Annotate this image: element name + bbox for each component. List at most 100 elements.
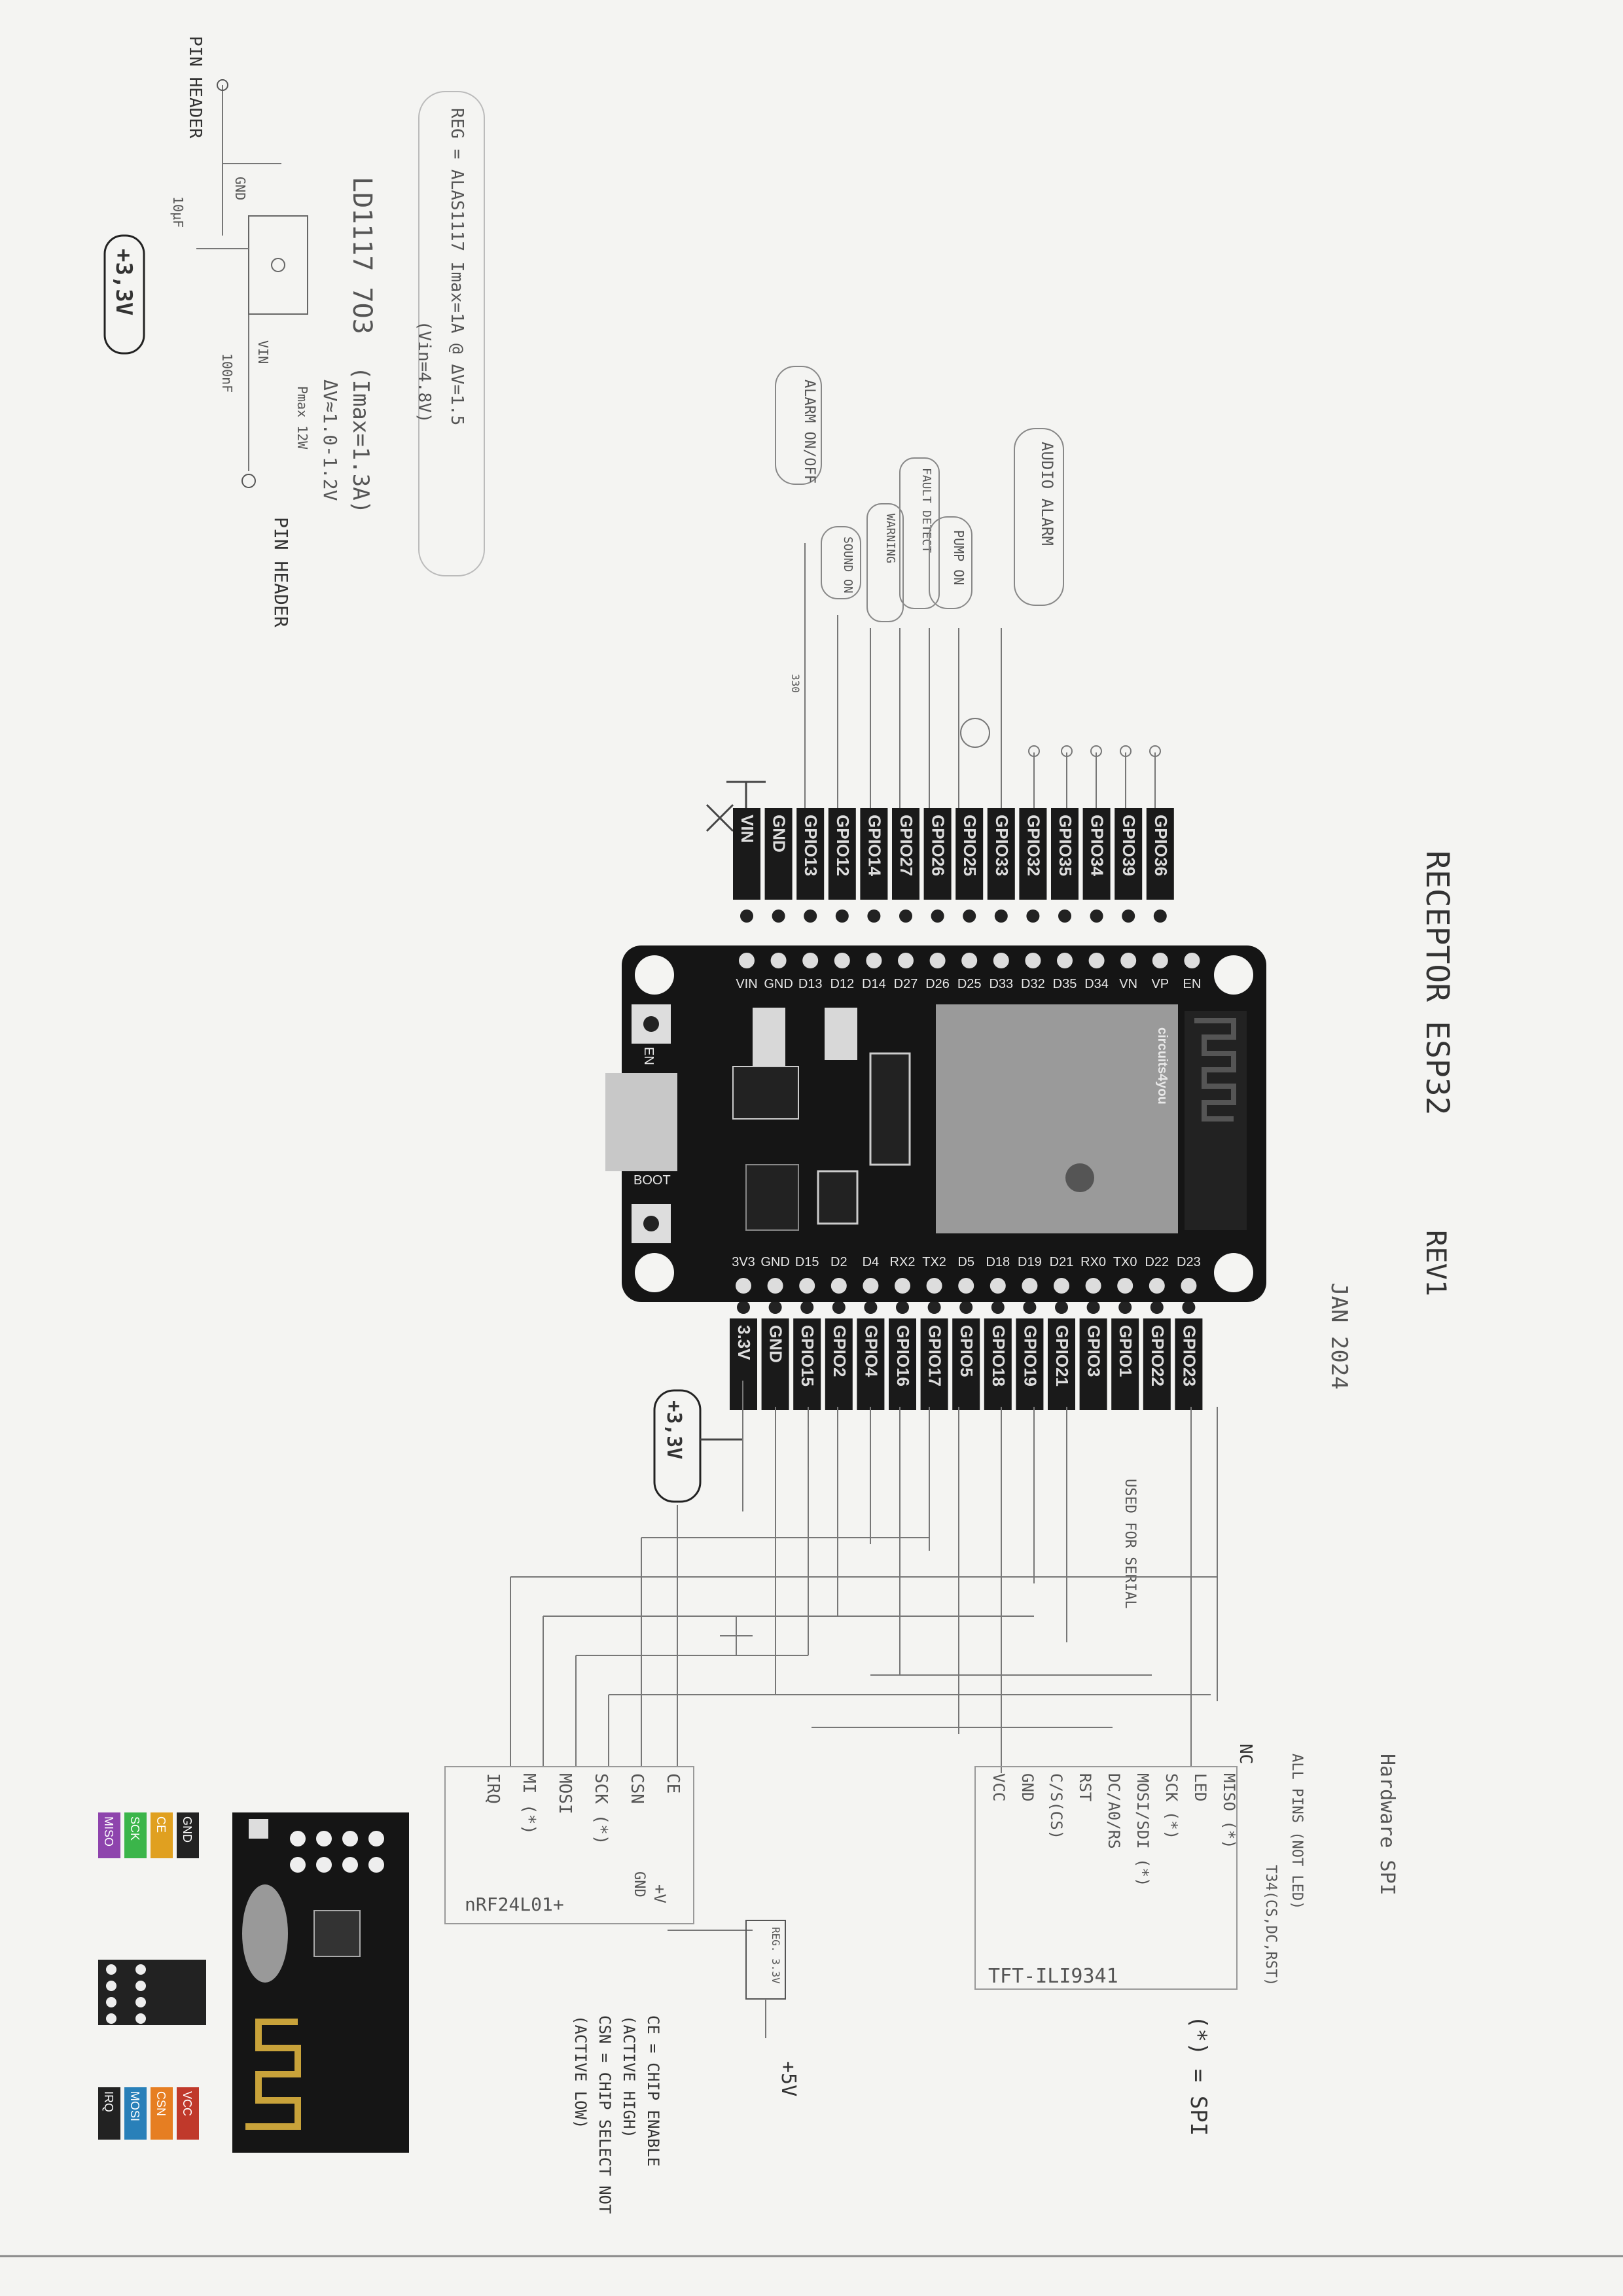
board-top-pin-label: EN <box>1183 977 1202 991</box>
board-bottom-pin-label: D19 <box>1018 1255 1042 1269</box>
board-pin <box>958 1278 974 1294</box>
board-pin <box>1054 1278 1069 1294</box>
sheet-revision: REV1 <box>1420 1230 1452 1296</box>
board-pin <box>863 1278 879 1294</box>
reg-vin-label: VIN <box>255 340 271 364</box>
left-gpio-label: GPIO12 <box>833 815 853 876</box>
board-pin <box>1149 1278 1165 1294</box>
nrf24-pin-label: SCK (*) <box>591 1773 611 1845</box>
tft-name: TFT-ILI9341 <box>988 1965 1118 1988</box>
left-gpio-label: GPIO26 <box>929 815 948 876</box>
tft-pin-label: C/S(CS) <box>1047 1773 1065 1839</box>
power33-label: +3,3V <box>662 1400 685 1459</box>
legend-pin <box>106 1981 116 1991</box>
header-pin <box>1118 1301 1132 1314</box>
header-pin <box>1058 910 1071 923</box>
right-gpio-label: GPIO16 <box>893 1325 913 1386</box>
en-button-label: EN <box>641 1047 656 1065</box>
board-pin <box>739 953 755 968</box>
header-pin <box>896 1301 909 1314</box>
header-pin <box>864 1301 878 1314</box>
right-gpio-label: GPIO4 <box>861 1325 881 1377</box>
sound-label: SOUND ON <box>841 537 855 593</box>
header-pin <box>867 910 881 923</box>
wiring <box>510 1407 1218 1931</box>
board-pin <box>929 953 946 968</box>
board-top-pin-label: D26 <box>925 977 950 991</box>
right-label-box <box>920 1318 948 1410</box>
nrf24-pin-label: CE <box>663 1773 683 1793</box>
resistor-330-label: 330 <box>789 674 802 693</box>
pinout-color-tag <box>151 1812 173 1858</box>
board-pin <box>834 953 850 968</box>
board-bottom-pin-label: D2 <box>830 1255 847 1269</box>
board-pin <box>1057 953 1073 968</box>
left-gpio-label: GPIO39 <box>1119 815 1139 876</box>
right-label-box <box>1143 1318 1171 1410</box>
left-gpio-label: GND <box>770 815 789 853</box>
pinout-color-tag <box>98 2087 120 2140</box>
tft-hardware: Hardware SPI <box>1376 1754 1399 1896</box>
photo-pin <box>368 1831 384 1846</box>
right-label-box <box>761 1318 789 1410</box>
left-gpio-label: GPIO13 <box>801 815 821 876</box>
legend-pin <box>135 2013 146 2024</box>
board-bottom-pin-label: D21 <box>1050 1255 1074 1269</box>
tft-note-2: T34(CS,DC,RST) <box>1262 1865 1279 1986</box>
power-33-section: +3,3V USED FOR SERIAL <box>653 1381 1138 1609</box>
sheet-title: RECEPTOR ESP32 <box>1419 851 1455 1116</box>
board-top-pin-label: D35 <box>1053 977 1077 991</box>
pinout-label: MISO <box>102 1816 115 1846</box>
pinout-color-tag <box>124 1812 147 1858</box>
board-bottom-pin-label: TX0 <box>1113 1255 1137 1269</box>
right-gpio-label: GPIO1 <box>1116 1325 1135 1377</box>
left-gpio-label: GPIO34 <box>1088 815 1107 876</box>
left-label-box <box>923 808 952 900</box>
left-label-box <box>892 808 919 900</box>
board-pin <box>799 1278 815 1294</box>
board-bottom-pin-label: D5 <box>957 1255 974 1269</box>
right-gpio-label: GND <box>766 1325 786 1363</box>
board-pin <box>1085 1278 1101 1294</box>
outputs-section: ALARM ON/OFF SOUND ON WARNING FAULT DETE… <box>705 366 1161 832</box>
cap2-label: 100nF <box>219 353 235 393</box>
board-top-pin-label: VP <box>1151 977 1169 991</box>
right-gpio-label: GPIO23 <box>1179 1325 1199 1386</box>
reg-gnd-label: GND <box>232 177 248 200</box>
board-pin <box>990 1278 1006 1294</box>
pinout-color-tag <box>124 2087 147 2140</box>
tft-pin-label: GND <box>1018 1773 1037 1801</box>
tft-nc: NC <box>1236 1744 1255 1764</box>
header-pin <box>927 1301 941 1314</box>
board-bottom-pin-label: RX0 <box>1080 1255 1106 1269</box>
board-pin <box>736 1278 751 1294</box>
legend-pin <box>135 1964 146 1975</box>
legend-pin <box>135 1981 146 1991</box>
pinout-label: CE <box>154 1816 168 1833</box>
board-top-pin-label: D34 <box>1084 977 1109 991</box>
board-top-pin-label: VN <box>1119 977 1137 991</box>
tft-pin-label: MISO (*) <box>1220 1773 1238 1849</box>
board-bottom-pin-label: D22 <box>1145 1255 1169 1269</box>
header-pin <box>1026 910 1040 923</box>
nrf24-vplus: +V <box>651 1884 669 1903</box>
header-pin <box>740 910 753 923</box>
buzzer-symbol <box>960 718 990 748</box>
title-block: RECEPTOR ESP32 REV1 JAN 2024 <box>1326 851 1455 1390</box>
regulator-alt-vin: (Vin=4.8V) <box>414 321 434 423</box>
right-gpio-label: GPIO17 <box>925 1325 945 1386</box>
left-label-box <box>764 808 793 900</box>
board-pin <box>1181 1278 1197 1294</box>
board-top-pin-label: D33 <box>989 977 1013 991</box>
right-gpio-label: GPIO15 <box>798 1325 817 1386</box>
board-pin <box>1184 953 1200 968</box>
sheet-date: JAN 2024 <box>1326 1282 1352 1390</box>
